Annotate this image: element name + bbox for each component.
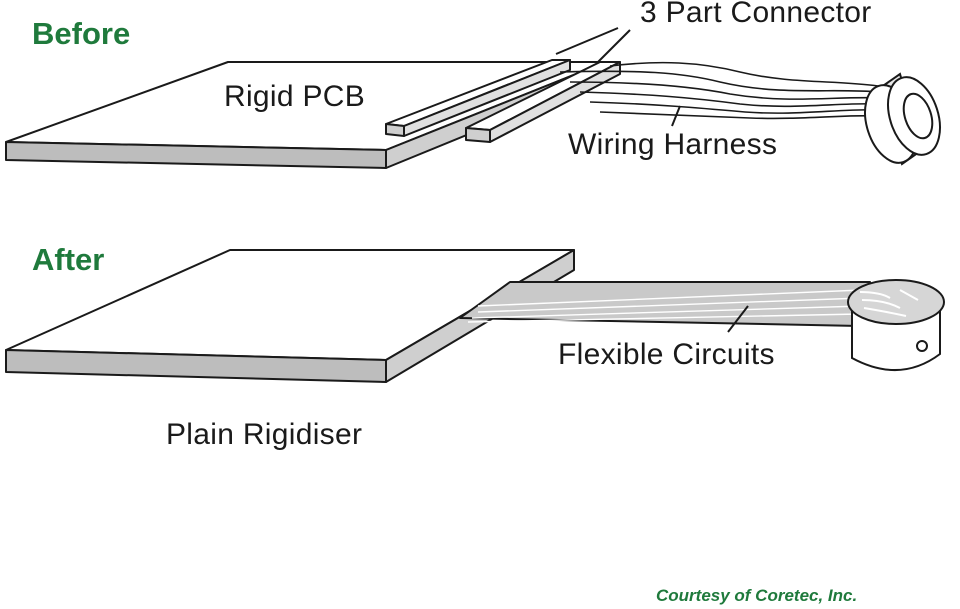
connector-parts xyxy=(385,59,621,143)
plain-rigidiser-label: Plain Rigidiser xyxy=(166,418,363,451)
rigid-pcb-label: Rigid PCB xyxy=(224,80,366,113)
wiring-harness xyxy=(559,61,889,120)
round-connector xyxy=(864,72,941,166)
before-heading: Before xyxy=(32,16,131,51)
before-leaders xyxy=(555,27,681,127)
after-leaders xyxy=(727,305,749,333)
flex-cylinder-connector xyxy=(847,279,945,371)
after-heading: After xyxy=(32,242,105,277)
flexible-circuits-label: Flexible Circuits xyxy=(558,338,775,371)
flex-traces xyxy=(467,289,863,323)
wiring-harness-label: Wiring Harness xyxy=(568,128,778,161)
credit-text: Courtesy of Coretec, Inc. xyxy=(656,586,858,605)
flex-cylinder-traces xyxy=(859,289,919,317)
connector-label: 3 Part Connector xyxy=(640,0,872,29)
